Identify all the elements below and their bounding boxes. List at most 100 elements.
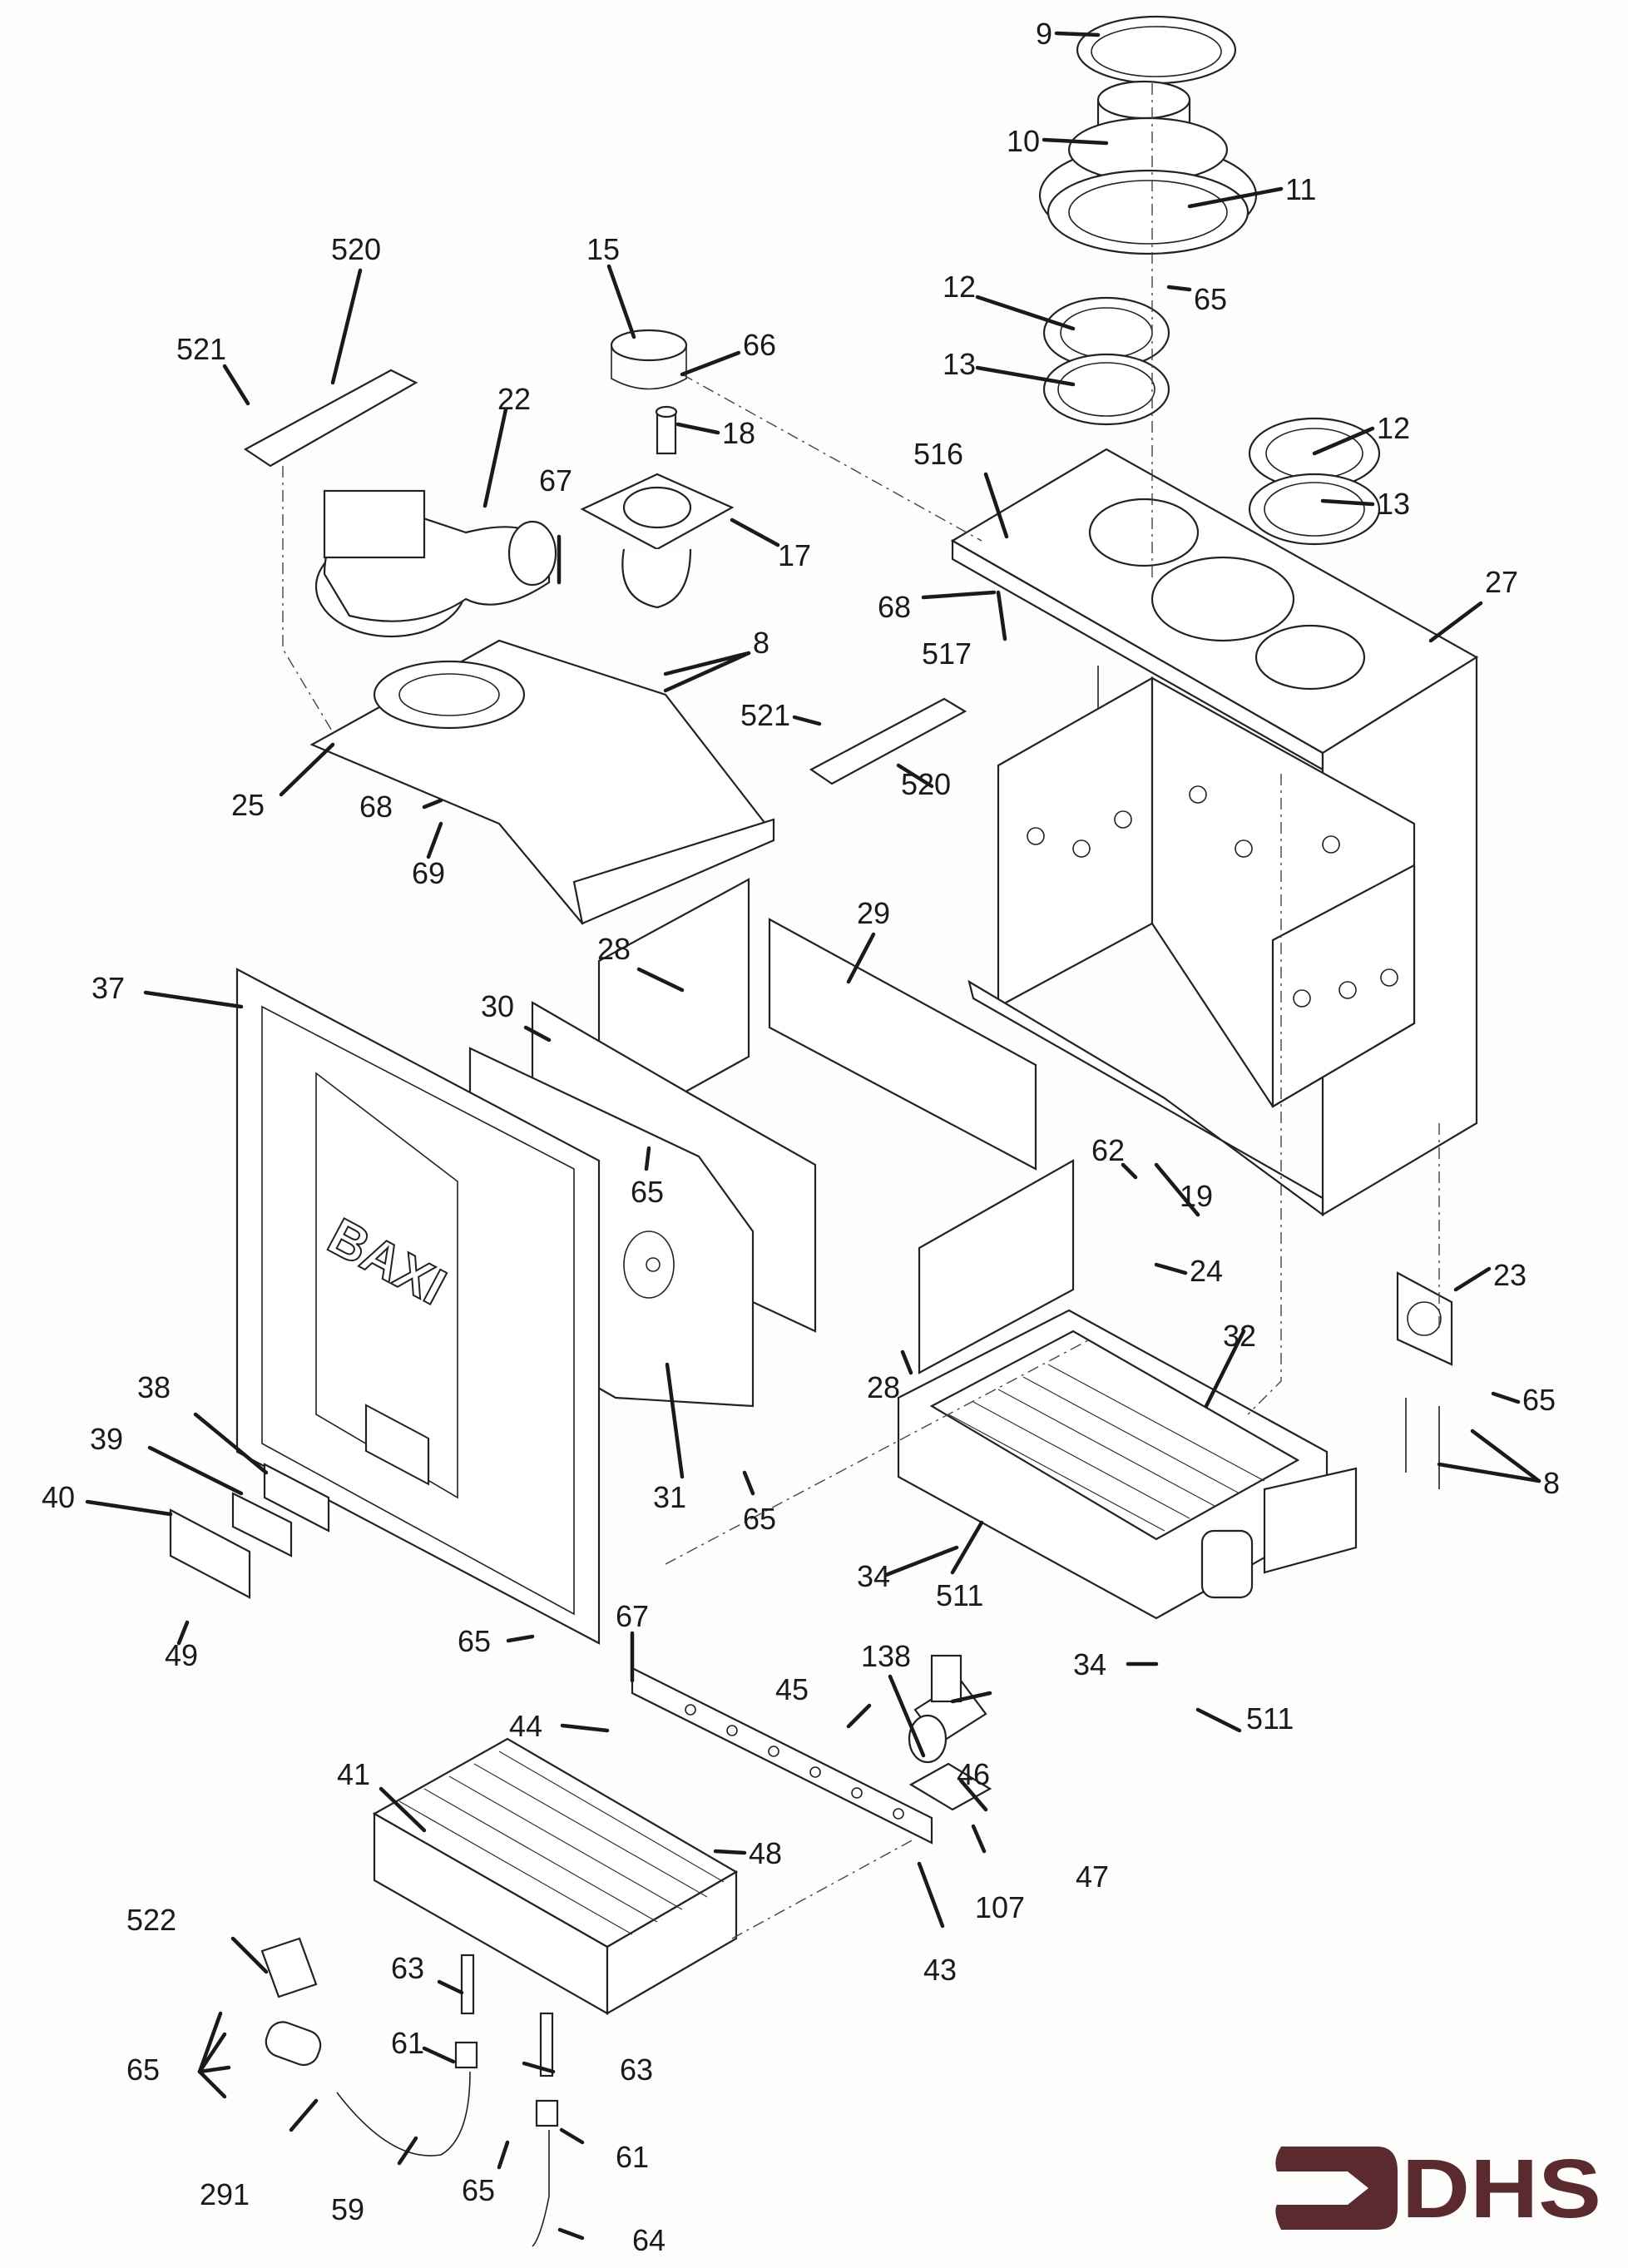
callout-44: 44: [509, 1709, 542, 1743]
callout-62: 62: [1091, 1133, 1125, 1167]
pressure-sensor: [655, 405, 678, 455]
callout-34: 34: [1073, 1647, 1106, 1681]
ignition-bracket: [260, 1937, 318, 1998]
callout-9: 9: [1036, 17, 1052, 51]
cover-plate-right: [809, 697, 967, 785]
electrode-left: [454, 1954, 478, 2069]
combustion-box-casing: [950, 448, 1479, 1217]
flue-ring-left: [1042, 296, 1170, 426]
callout-63: 63: [620, 2053, 653, 2087]
cover-plate-left: [243, 369, 418, 468]
callout-labels: 9 10 11 12 65 13 12 13 520 521 15 66 22 …: [42, 17, 1560, 2257]
callout-38: 38: [137, 1370, 171, 1404]
callout-32: 32: [1223, 1319, 1256, 1353]
callout-11: 11: [1285, 172, 1316, 206]
flue-seal-ring: [1076, 15, 1237, 85]
callout-23: 23: [1493, 1258, 1527, 1292]
dhs-logo: DHS: [1275, 2142, 1601, 2236]
flue-hood: [309, 639, 775, 925]
pressure-switch: [1396, 1271, 1453, 1366]
callout-25: 25: [231, 788, 265, 822]
callout-49: 49: [165, 1638, 198, 1672]
arrow-icon: [1275, 2147, 1398, 2230]
insulation-panel-28-bottom: [918, 1159, 1075, 1374]
callout-66: 66: [743, 328, 776, 362]
callout-39: 39: [90, 1422, 123, 1456]
callout-68: 68: [359, 790, 393, 824]
callout-43: 43: [923, 1953, 957, 1987]
callout-10: 10: [1007, 124, 1040, 158]
callout-61: 61: [391, 2026, 424, 2060]
igniter-unit: [265, 2021, 322, 2067]
callout-516: 516: [913, 437, 963, 471]
callout-522: 522: [126, 1903, 176, 1937]
callout-31: 31: [653, 1480, 686, 1514]
sensing-hoses: [1405, 1398, 1440, 1489]
callout-68: 68: [878, 590, 911, 624]
callout-138: 138: [861, 1639, 911, 1673]
ignition-lead: [336, 2071, 471, 2157]
assembly-lines: [282, 83, 1440, 1939]
callout-521: 521: [740, 698, 790, 732]
callout-41: 41: [337, 1757, 370, 1791]
callout-28: 28: [597, 932, 631, 966]
callout-24: 24: [1190, 1254, 1223, 1288]
callout-65: 65: [743, 1502, 776, 1536]
callout-22: 22: [497, 382, 531, 416]
callout-61: 61: [616, 2140, 649, 2174]
callout-64: 64: [632, 2223, 666, 2257]
callout-65: 65: [1194, 282, 1227, 316]
fan-assembly: [314, 489, 557, 638]
logo-text: DHS: [1402, 2142, 1601, 2236]
callout-8: 8: [753, 626, 769, 660]
injector-manifold: [631, 1666, 933, 1845]
callout-517: 517: [922, 636, 972, 671]
callout-19: 19: [1180, 1179, 1213, 1213]
callout-65: 65: [126, 2053, 160, 2087]
callout-520: 520: [331, 232, 381, 266]
callout-65: 65: [1522, 1383, 1556, 1417]
callout-291: 291: [200, 2177, 250, 2211]
callout-29: 29: [857, 896, 890, 930]
callout-45: 45: [775, 1672, 809, 1706]
callout-511: 511: [936, 1578, 983, 1612]
callout-27: 27: [1485, 565, 1518, 599]
callout-34: 34: [857, 1559, 890, 1593]
callout-59: 59: [331, 2192, 364, 2226]
flue-gasket: [1047, 169, 1249, 255]
callout-69: 69: [412, 856, 445, 890]
callout-65: 65: [458, 1624, 491, 1658]
callout-520: 520: [901, 767, 951, 801]
callout-65: 65: [462, 2173, 495, 2207]
callout-12: 12: [943, 270, 976, 304]
sensing-lead: [532, 2130, 550, 2247]
callout-8: 8: [1543, 1466, 1560, 1500]
flue-ring-right: [1248, 417, 1381, 546]
callout-63: 63: [391, 1951, 424, 1985]
electrode-right: [535, 2012, 559, 2127]
flue-clamp: [610, 329, 688, 390]
callout-46: 46: [957, 1757, 990, 1791]
callout-511: 511: [1246, 1701, 1294, 1736]
callout-67: 67: [616, 1599, 649, 1633]
callout-107: 107: [975, 1890, 1025, 1924]
callout-30: 30: [481, 989, 514, 1023]
callout-67: 67: [539, 463, 572, 498]
leader-lines: [85, 31, 1541, 2241]
callout-15: 15: [586, 232, 620, 266]
callout-12: 12: [1377, 411, 1410, 445]
insulation-panel-29: [768, 918, 1037, 1171]
callout-521: 521: [176, 332, 226, 366]
callout-13: 13: [1377, 487, 1410, 521]
callout-17: 17: [778, 538, 811, 572]
callout-13: 13: [943, 347, 976, 381]
callout-28: 28: [867, 1370, 900, 1404]
heat-exchanger: [897, 1309, 1358, 1620]
sight-glass-assembly: [169, 1463, 330, 1599]
callout-40: 40: [42, 1480, 75, 1514]
front-panel: BAXI: [235, 968, 601, 1645]
callout-47: 47: [1076, 1859, 1109, 1894]
callout-18: 18: [722, 416, 755, 450]
callout-37: 37: [92, 971, 125, 1005]
